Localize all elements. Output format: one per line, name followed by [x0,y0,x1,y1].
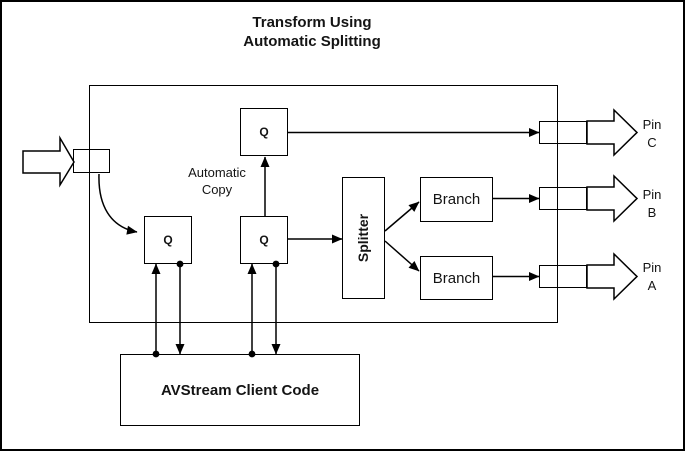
pin-b-frame-box [539,187,587,210]
branch-box-bottom: Branch [420,256,493,300]
pin-b-label: Pin B [642,187,662,220]
splitter-box: Splitter [342,177,385,299]
pin-c-frame-box [539,121,587,144]
splitter-label: Splitter [355,213,372,263]
avstream-client-code-label: AVStream Client Code [160,381,320,399]
branch-label: Branch [432,191,481,208]
pin-a-frame-box [539,265,587,288]
pin-c-label: Pin C [642,117,662,150]
branch-box-top: Branch [420,177,493,222]
queue-label: Q [163,233,173,247]
queue-box-main: Q [240,216,288,264]
filter-boundary-box [89,85,558,323]
queue-label: Q [259,125,269,139]
automatic-copy-label: Automatic Copy [188,165,246,197]
queue-label: Q [259,233,269,247]
input-pin-frame-box [73,149,110,173]
branch-label: Branch [432,269,481,287]
diagram-title: Transform Using Automatic Splitting [243,14,381,50]
queue-box-automatic-copy: Q [240,108,288,156]
pin-a-label: Pin A [642,260,662,293]
input-stream-block-arrow [22,135,75,188]
avstream-client-code-box: AVStream Client Code [120,354,360,426]
queue-box-input: Q [144,216,192,264]
